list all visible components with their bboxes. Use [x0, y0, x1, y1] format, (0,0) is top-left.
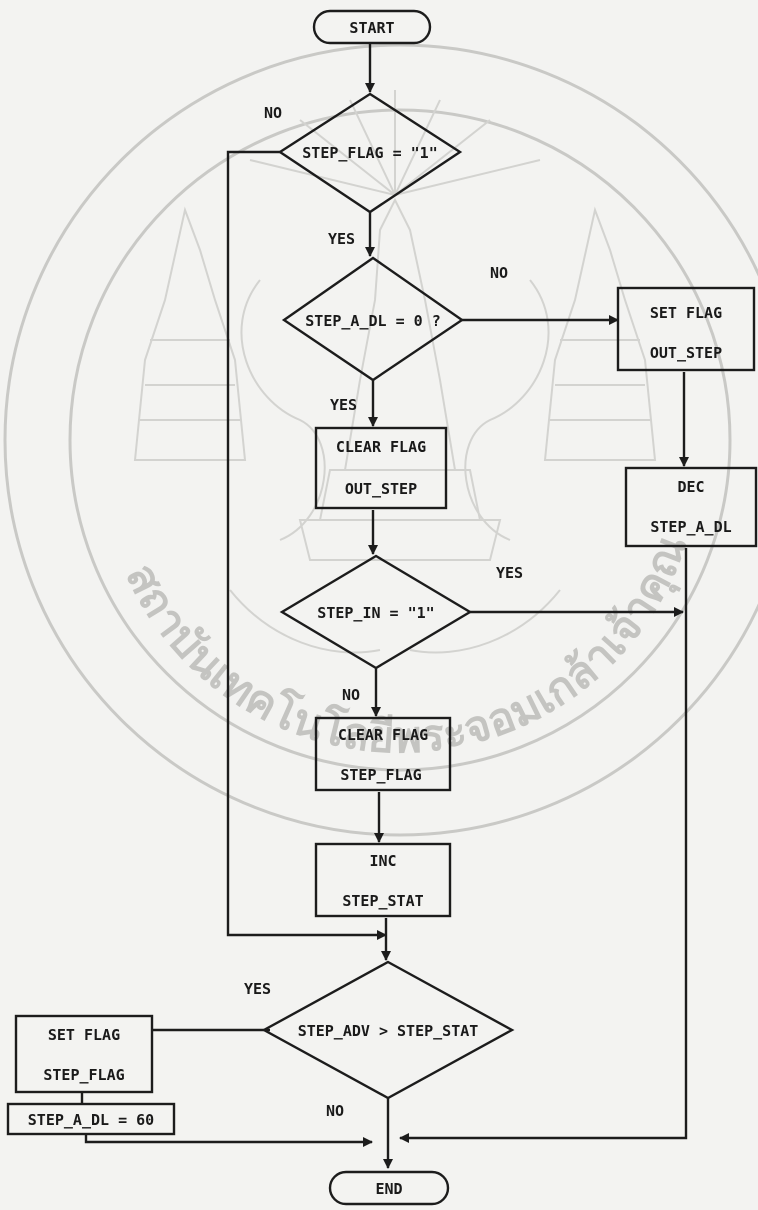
- decision-step-in-text: STEP_IN = "1": [317, 604, 434, 622]
- process-dec-step-a-dl: DEC STEP_A_DL: [626, 468, 756, 546]
- clear-flag-step-flag-line2: STEP_FLAG: [340, 766, 421, 784]
- decision-step-flag-text: STEP_FLAG = "1": [302, 144, 437, 162]
- clear-flag-out-step-line2: OUT_STEP: [345, 480, 417, 498]
- process-step-a-dl-60: STEP_A_DL = 60: [8, 1104, 174, 1134]
- set-flag-out-step-line2: OUT_STEP: [650, 344, 722, 362]
- process-inc-step-stat: INC STEP_STAT: [316, 844, 450, 916]
- yes-label-step-flag: YES: [328, 230, 355, 248]
- no-label-step-flag: NO: [264, 104, 282, 122]
- yes-label-step-in: YES: [496, 564, 523, 582]
- clear-flag-out-step-line1: CLEAR FLAG: [336, 438, 426, 456]
- yes-label-step-a-dl: YES: [330, 396, 357, 414]
- set-flag-step-flag-line2: STEP_FLAG: [43, 1066, 124, 1084]
- clear-flag-step-flag-line1: CLEAR FLAG: [338, 726, 428, 744]
- start-label: START: [349, 19, 394, 37]
- dec-step-a-dl-line2: STEP_A_DL: [650, 518, 731, 536]
- process-set-flag-step-flag: SET FLAG STEP_FLAG: [16, 1016, 152, 1092]
- inc-step-stat-line2: STEP_STAT: [342, 892, 423, 910]
- inc-step-stat-line1: INC: [369, 852, 396, 870]
- start-terminal: START: [314, 11, 430, 43]
- watermark-seal: สถาบันเทคโนโลยีพระจอมเกล้าเจ้าคุณทหารลาด…: [0, 0, 758, 835]
- step-a-dl-60-text: STEP_A_DL = 60: [28, 1111, 154, 1129]
- process-clear-flag-out-step: CLEAR FLAG OUT_STEP: [316, 428, 446, 508]
- no-label-step-adv: NO: [326, 1102, 344, 1120]
- end-terminal: END: [330, 1172, 448, 1204]
- decision-step-a-dl-text: STEP_A_DL = 0 ?: [305, 312, 440, 330]
- process-set-flag-out-step: SET FLAG OUT_STEP: [618, 288, 754, 370]
- decision-step-a-dl: STEP_A_DL = 0 ?: [284, 258, 462, 380]
- no-label-step-in: NO: [342, 686, 360, 704]
- set-flag-out-step-line1: SET FLAG: [650, 304, 722, 322]
- dec-step-a-dl-line1: DEC: [677, 478, 704, 496]
- end-label: END: [375, 1180, 402, 1198]
- decision-step-adv: STEP_ADV > STEP_STAT: [264, 962, 512, 1098]
- decision-step-adv-text: STEP_ADV > STEP_STAT: [298, 1022, 479, 1040]
- set-flag-step-flag-line1: SET FLAG: [48, 1026, 120, 1044]
- yes-label-step-adv: YES: [244, 980, 271, 998]
- no-label-step-a-dl: NO: [490, 264, 508, 282]
